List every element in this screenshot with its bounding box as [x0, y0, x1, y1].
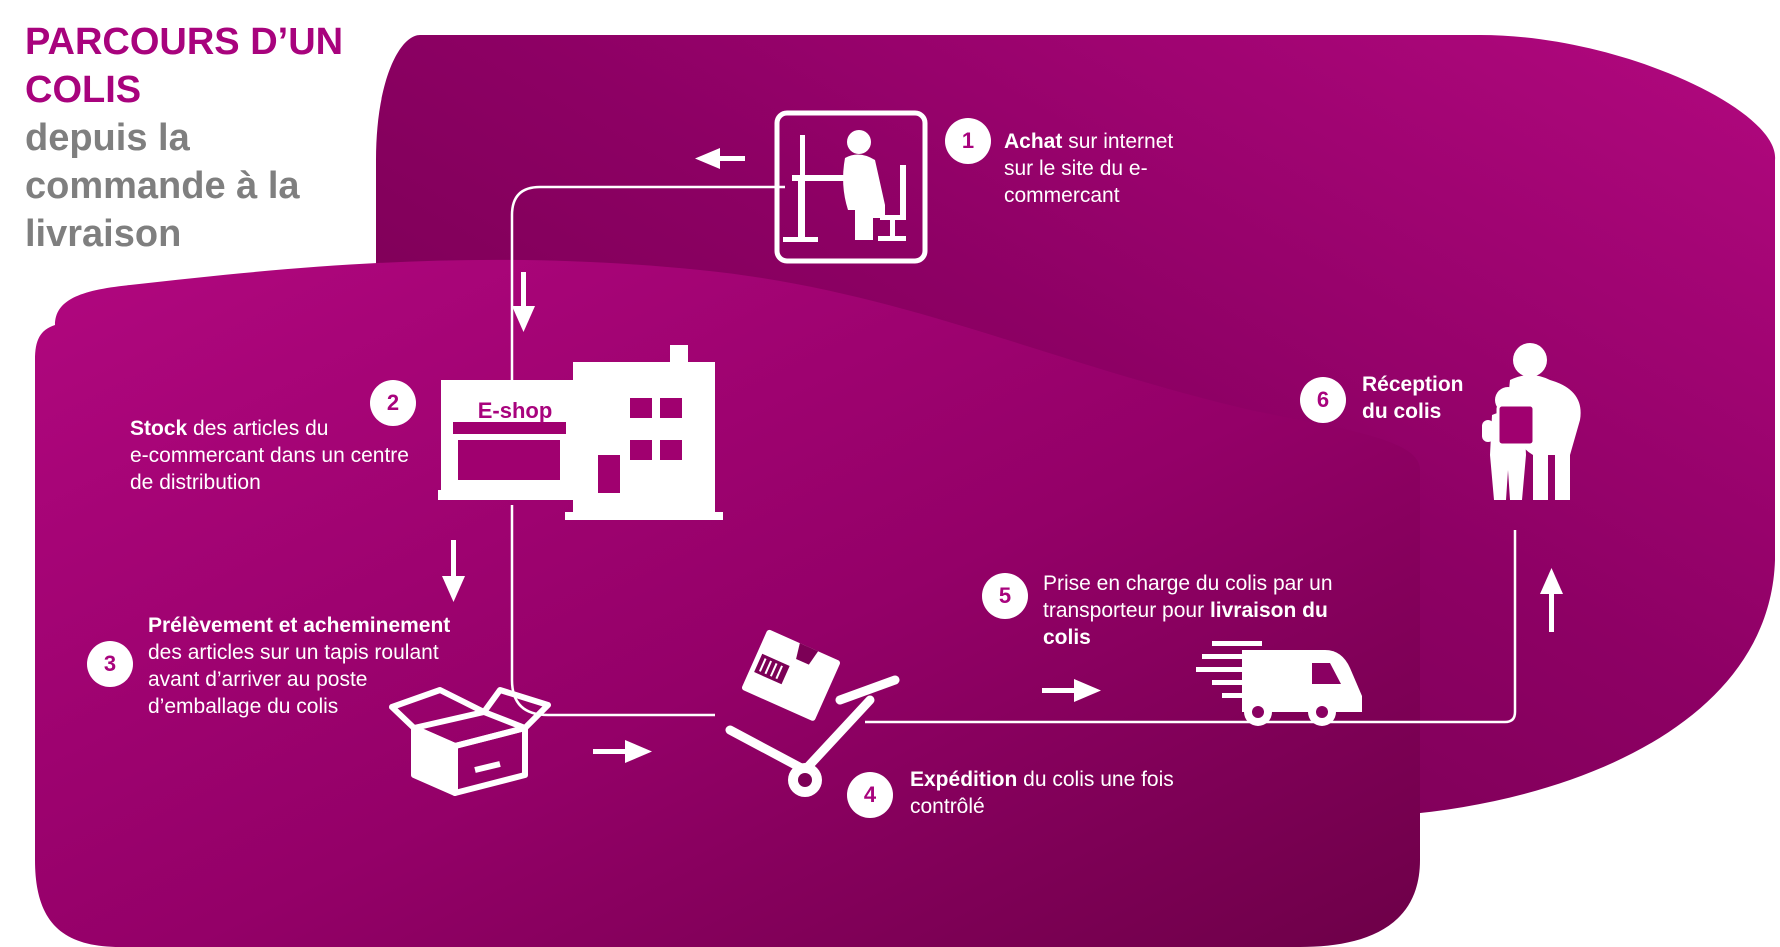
step-6-text: Réception du colis: [1362, 371, 1464, 425]
step-3-badge: 3: [87, 641, 133, 687]
arrow-down-1: [512, 272, 535, 332]
step-2-l1: des articles du: [187, 417, 329, 440]
step-6-badge: 6: [1300, 377, 1346, 423]
step-5-bold-l3: colis: [1043, 626, 1091, 649]
step-4-text: Expédition du colis une fois contrôlé: [910, 766, 1174, 820]
step-5-text: Prise en charge du colis par un transpor…: [1043, 570, 1333, 651]
step-1-l2: sur le site du e-: [1004, 157, 1148, 180]
title-line-1: PARCOURS D’UN: [25, 21, 344, 63]
step-1-bold: Achat: [1004, 130, 1063, 153]
arrow-up: [1540, 568, 1563, 632]
step-6-bold-l1: Réception: [1362, 373, 1464, 396]
step-2-l3: de distribution: [130, 471, 261, 494]
arrow-right-1: [593, 740, 652, 763]
step-1-l3: commercant: [1004, 184, 1120, 207]
step-3-text: Prélèvement et acheminement des articles…: [148, 612, 450, 720]
step-5-l2: transporteur pour: [1043, 599, 1210, 622]
step-4-l1: du colis une fois: [1017, 768, 1174, 791]
step-5-bold-l2: livraison du: [1209, 599, 1328, 622]
arrow-down-2: [442, 540, 465, 602]
diagram-title: PARCOURS D’UN COLIS depuis la commande à…: [25, 18, 405, 258]
step-5-l1: Prise en charge du colis par un: [1043, 572, 1333, 595]
step-3-l2: des articles sur un tapis roulant: [148, 641, 439, 664]
step-2-text: Stock des articles du e-commercant dans …: [130, 415, 409, 496]
step-4-l2: contrôlé: [910, 795, 985, 818]
flow-line-2: [510, 505, 715, 717]
arrow-right-2: [1042, 679, 1101, 702]
step-6-bold-l2: du colis: [1362, 400, 1442, 423]
step-3-l3: avant d’arriver au poste: [148, 668, 368, 691]
step-3-l4: d’emballage du colis: [148, 695, 339, 718]
family-receiving-icon: [1482, 343, 1581, 500]
step-3-bold: Prélèvement et acheminement: [148, 614, 451, 637]
step-2-bold: Stock: [130, 417, 188, 440]
eshop-label: E-shop: [477, 398, 553, 423]
title-line-2: COLIS: [25, 69, 142, 111]
title-line-4: commande à la: [25, 165, 300, 207]
hand-truck-icon: [725, 629, 900, 797]
step-2-l2: e-commercant dans un centre: [130, 444, 409, 467]
front-blob: [35, 259, 1420, 947]
flow-line-1: [510, 185, 785, 380]
arrow-left: [695, 148, 745, 169]
open-box-icon: [389, 687, 551, 796]
computer-user-icon: [774, 110, 928, 264]
step-1-badge: 1: [945, 118, 991, 164]
eshop-building-icon: [438, 345, 723, 520]
step-4-badge: 4: [847, 772, 893, 818]
title-line-5: livraison: [25, 213, 182, 255]
step-4-bold: Expédition: [910, 768, 1018, 791]
title-line-3: depuis la: [25, 117, 190, 159]
delivery-truck-icon: [1196, 641, 1362, 726]
step-2-badge: 2: [370, 380, 416, 426]
step-1-l1: sur internet: [1062, 130, 1174, 153]
flow-line-3: [865, 530, 1517, 724]
step-1-text: Achat sur internet sur le site du e- com…: [1004, 128, 1173, 209]
step-5-badge: 5: [982, 573, 1028, 619]
